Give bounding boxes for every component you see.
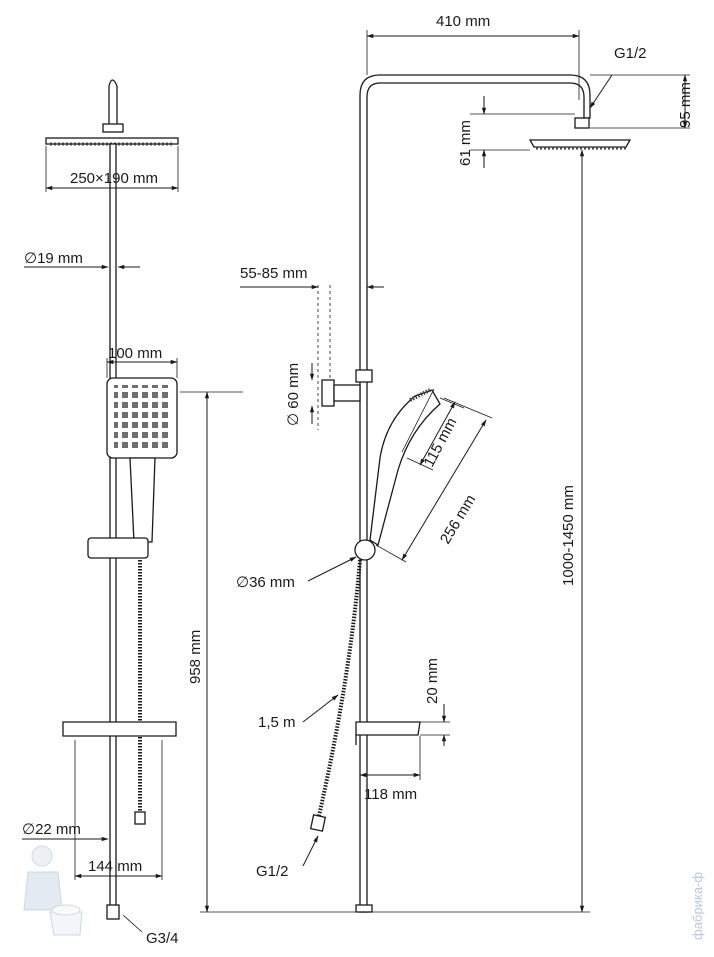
hose-right	[316, 559, 362, 821]
hand-shower-handle	[129, 457, 156, 543]
bar-height-label: 958 mm	[187, 630, 204, 684]
hand-length-label: 256 mm	[437, 492, 479, 547]
vertical-pipe-left	[109, 143, 117, 913]
head-thread-label: G1/2	[614, 45, 647, 62]
bottom-diameter-label: ∅22 mm	[22, 821, 81, 838]
plumber-logo	[23, 845, 83, 936]
bracket-diameter-label: ∅ 60 mm	[285, 363, 302, 426]
inlet-left	[106, 904, 120, 920]
slider-diameter-label: ∅36 mm	[236, 574, 295, 591]
head-size-label: 250×190 mm	[70, 170, 158, 187]
shelf-left	[62, 721, 177, 737]
total-height-label: 1000-1450 mm	[560, 485, 577, 586]
hose-thread-label: G1/2	[256, 863, 289, 880]
hose-length-label: 1,5 m	[258, 714, 296, 731]
slider-knob	[354, 539, 376, 561]
shelf-depth-label: 144 mm	[88, 858, 142, 875]
bracket-range-label: 55-85 mm	[240, 265, 308, 282]
shelf-width-label: 118 mm	[364, 786, 417, 803]
side-view: 410 mm G1/2 95 mm 61 mm 55-85 mm ∅ 60 mm…	[236, 13, 694, 913]
head-drop-label: 61 mm	[457, 120, 474, 166]
pipe-diameter-label: ∅19 mm	[24, 250, 83, 267]
rain-head-right	[528, 139, 632, 148]
arm-top	[108, 79, 118, 125]
shelf-right	[355, 721, 421, 736]
arm-drop-label: 95 mm	[677, 82, 694, 128]
watermark-text: фабрика-ф	[690, 872, 705, 940]
hand-width-label: 100 mm	[108, 345, 162, 362]
arm-nut	[102, 123, 124, 133]
holder	[87, 537, 149, 559]
inlet-thread-label: G3/4	[146, 930, 179, 947]
arm-length-label: 410 mm	[436, 13, 490, 30]
shelf-offset-label: 20 mm	[424, 658, 441, 704]
hand-head-length-label: 115 mm	[421, 415, 461, 470]
wall-bracket	[321, 379, 335, 407]
front-view: 250×190 mm ∅19 mm 100 mm 958 mm ∅22 mm 1…	[22, 79, 590, 947]
